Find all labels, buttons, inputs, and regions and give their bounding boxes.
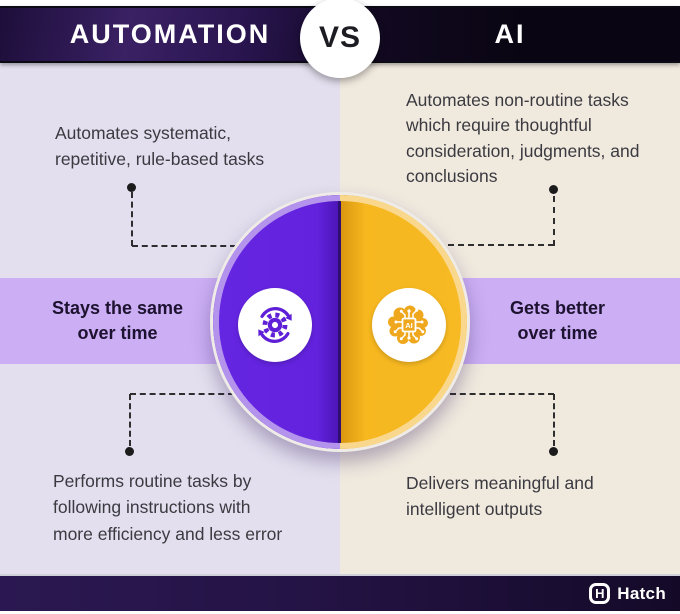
connector-dot-bottom-right [549,447,558,456]
ai-middle-statement-box: Gets better over time [450,278,665,364]
automation-bottom-description: Performs routine tasks by following inst… [53,471,283,544]
vs-badge: VS [300,0,380,78]
connector-dot-top-right [549,185,558,194]
automation-icon-badge [238,288,312,362]
automation-middle-statement: Stays the same over time [51,297,184,343]
connector-dot-bottom-left [125,447,134,456]
ai-icon-badge: AI [372,288,446,362]
gear-refresh-icon [258,307,292,343]
connector-line-bottom-left-vertical [129,394,131,446]
center-split-circle: AI [210,192,470,452]
ai-title: AI [494,19,526,49]
hatch-h-icon: H [589,583,611,604]
connector-line-top-right-horizontal [448,244,554,246]
connector-line-bottom-left-horizontal [130,393,234,395]
split-circle-inner: AI [213,195,467,449]
automation-middle-statement-box: Stays the same over time [10,278,225,364]
automation-title: AUTOMATION [69,19,271,49]
connector-line-bottom-right-vertical [553,394,555,446]
brand-name: Hatch [617,583,666,603]
ai-brain-circuit-icon: AI [388,305,428,344]
header-left-panel: AUTOMATION [0,8,340,61]
connector-dot-top-left [127,183,136,192]
automation-top-description: Automates systematic, repetitive, rule-b… [55,123,265,170]
header-bar: AUTOMATION AI [0,6,680,63]
ai-middle-statement: Gets better over time [509,297,606,343]
header-right-panel: AI [340,8,680,61]
ai-top-description: Automates non-routine tasks which requir… [406,90,640,187]
ai-bottom-description: Delivers meaningful and intelligent outp… [406,473,594,520]
connector-line-top-left-horizontal [132,245,236,247]
circle-divider [338,195,341,449]
footer-bar: H Hatch [0,574,680,611]
connector-line-bottom-right-horizontal [450,393,554,395]
ai-chip-label: AI [405,321,413,330]
connector-line-top-right-vertical [553,196,555,246]
vs-label: VS [318,21,362,54]
connector-line-top-left-vertical [131,192,133,246]
hatch-h-letter: H [595,586,605,601]
